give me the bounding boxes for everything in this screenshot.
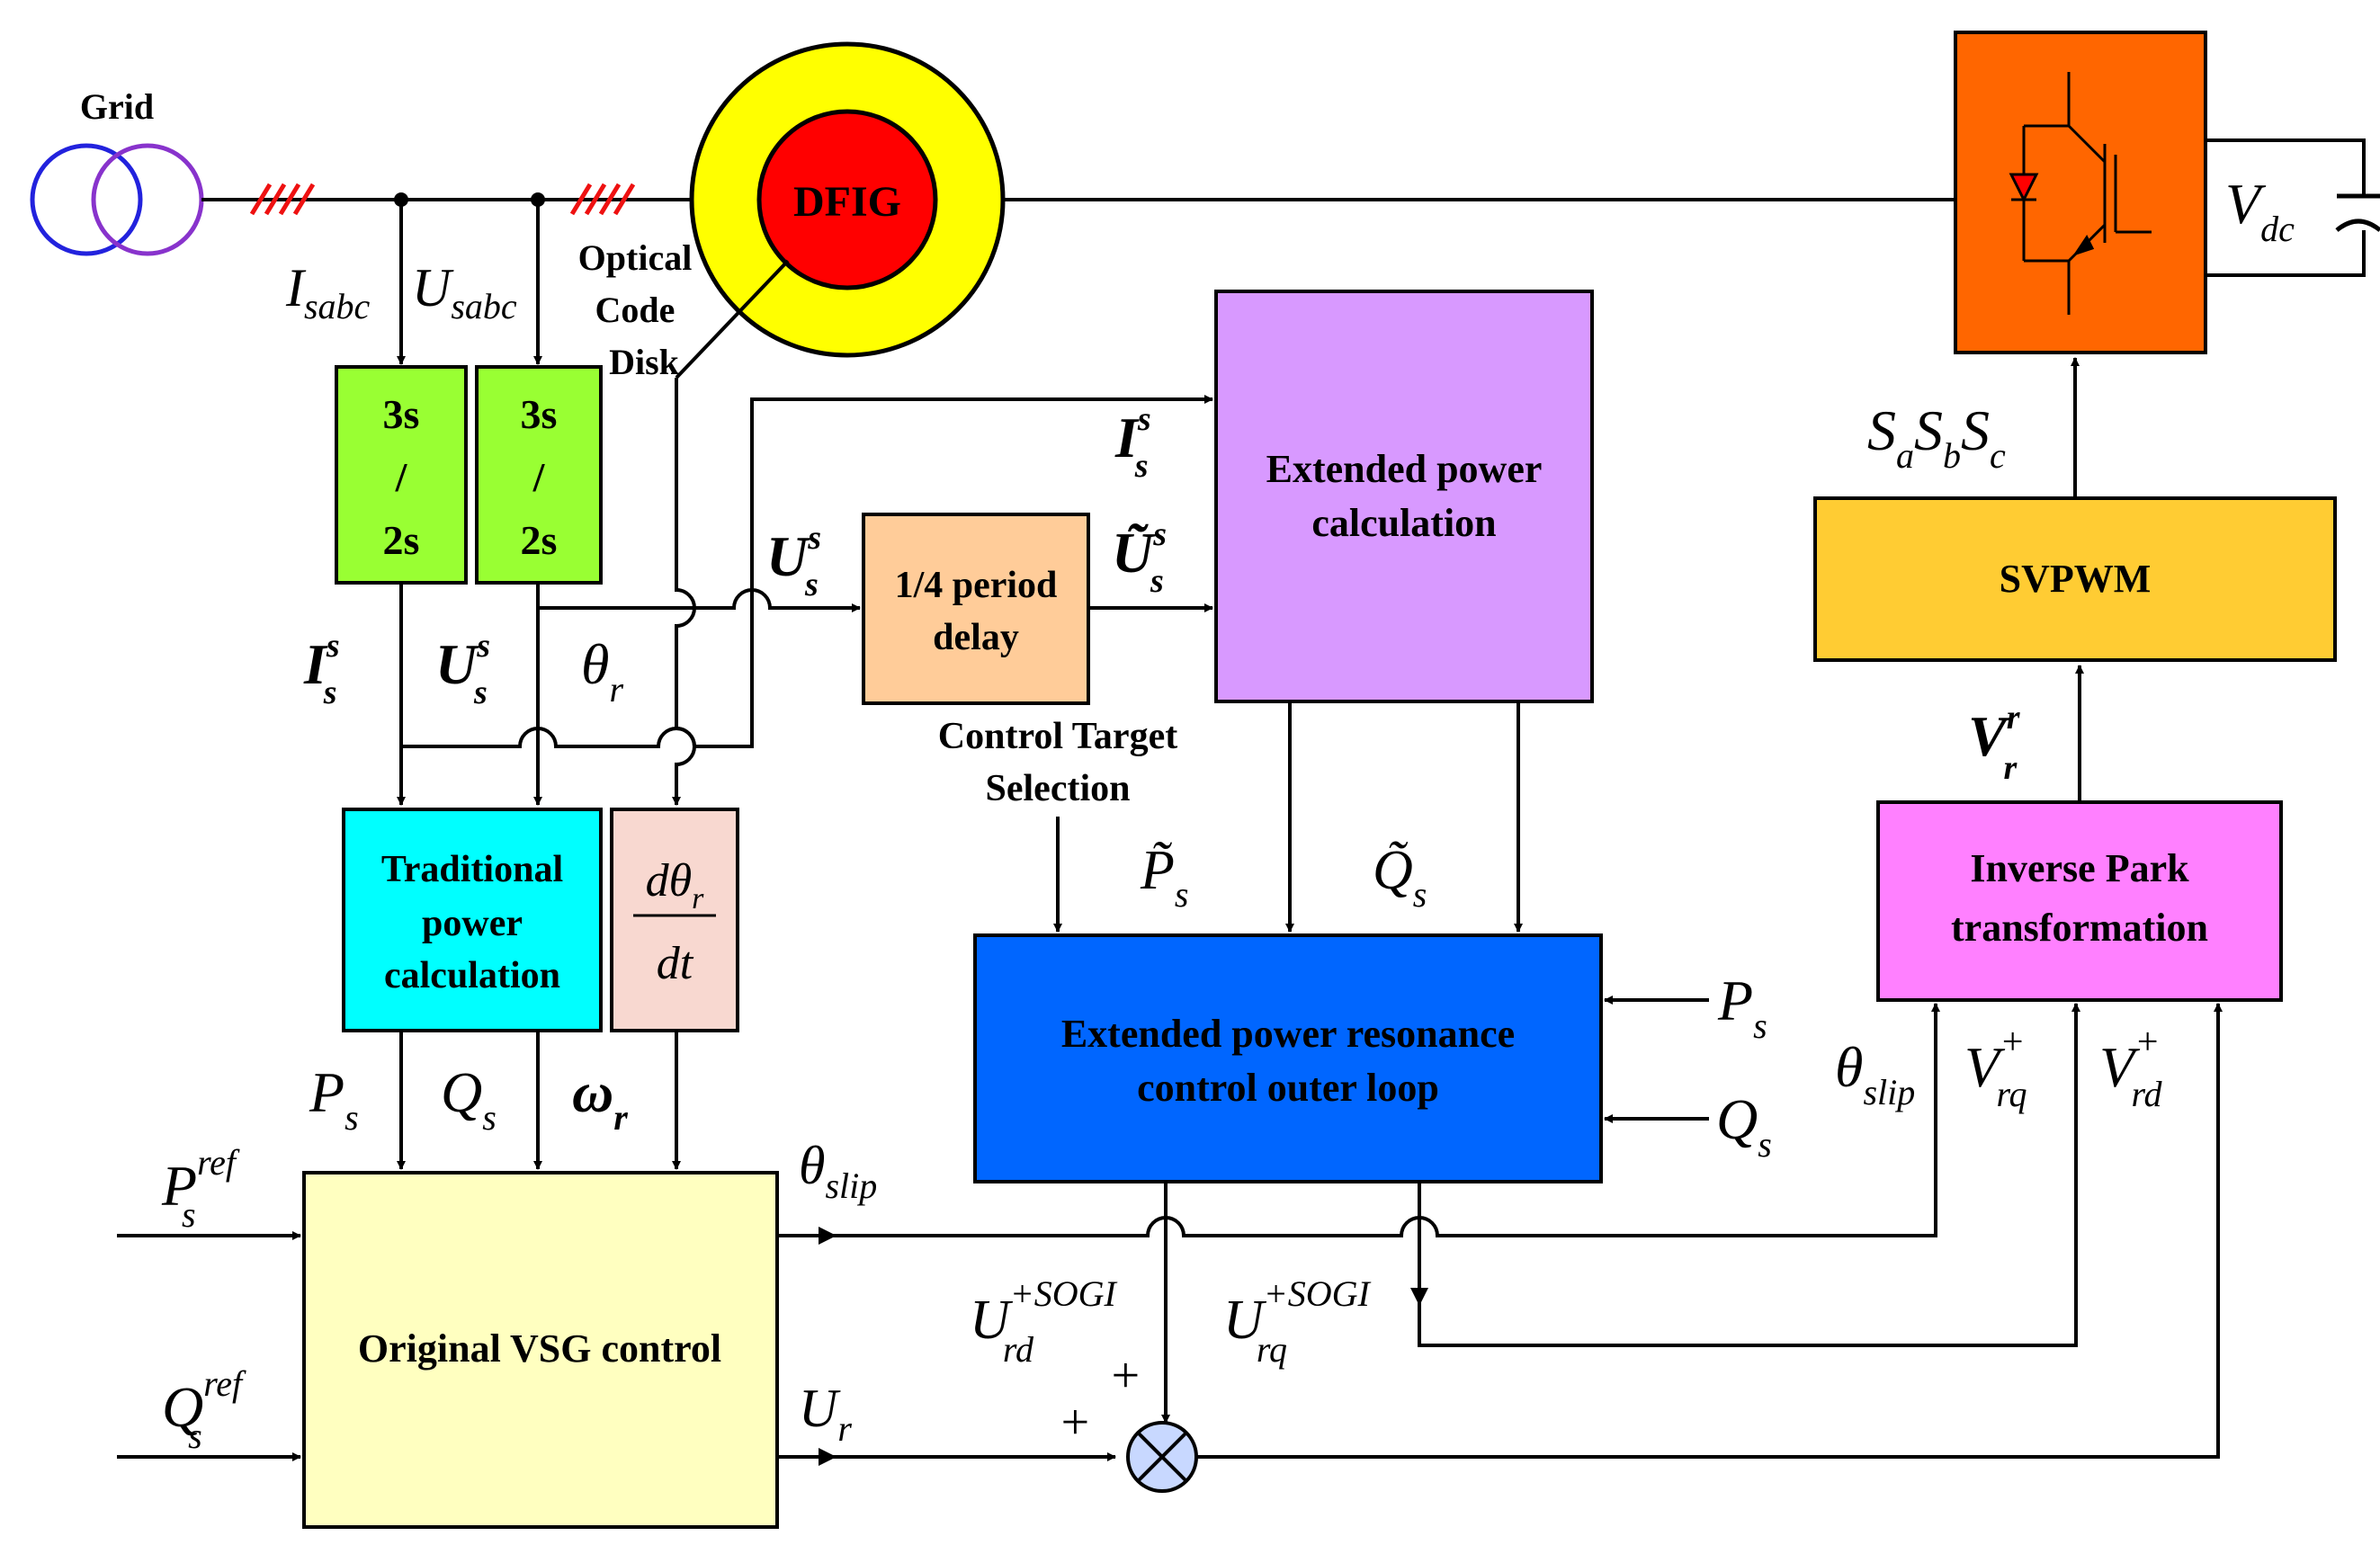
trad-line3: calculation bbox=[384, 955, 560, 996]
deriv-den: dt bbox=[657, 938, 694, 989]
vdc-label: Vdc bbox=[2225, 172, 2295, 249]
resonance-control-outer-loop bbox=[973, 933, 1603, 1183]
ptilde-label: P̃s bbox=[1140, 840, 1188, 915]
trad-line1: Traditional bbox=[381, 849, 563, 890]
vrq-label: V+rq bbox=[1964, 1022, 2027, 1114]
tf1-line3: 2s bbox=[383, 517, 420, 563]
tf1-line1: 3s bbox=[383, 391, 420, 437]
resonance-line1: Extended power resonance bbox=[1061, 1012, 1515, 1056]
traditional-power-calculation bbox=[342, 808, 603, 1032]
svpwm-label: SVPWM bbox=[2000, 557, 2152, 601]
converter-block bbox=[1954, 31, 2207, 354]
clarke-transform-voltage bbox=[475, 365, 603, 585]
optical-label-1: Optical bbox=[578, 237, 693, 278]
delay-line2: delay bbox=[933, 617, 1019, 658]
ps-in-label: Ps bbox=[1717, 969, 1767, 1046]
svpwm-block bbox=[1813, 496, 2337, 662]
trad-line2: power bbox=[422, 903, 523, 944]
grid-label: Grid bbox=[80, 86, 154, 127]
tf2-line2: / bbox=[532, 454, 546, 500]
theta-slip-park-label: θslip bbox=[1835, 1035, 1915, 1112]
tf1-line2: / bbox=[395, 454, 408, 500]
ext-power-line2: calculation bbox=[1311, 501, 1496, 545]
sum-to-park-wire bbox=[1196, 1003, 2223, 1459]
igbt-icon bbox=[2009, 72, 2152, 315]
extended-power-calculation bbox=[1214, 290, 1594, 703]
resonance-line2: control outer loop bbox=[1137, 1066, 1439, 1110]
plus-sign-2: + bbox=[1058, 1395, 1092, 1451]
encoder-link bbox=[675, 259, 790, 380]
vsg-label: Original VSG control bbox=[358, 1326, 721, 1371]
vrd-label: V+rd bbox=[2099, 1022, 2163, 1114]
ext-power-line1: Extended power bbox=[1266, 447, 1543, 491]
dc-link-top bbox=[2206, 138, 2366, 194]
three-phase-hash-2 bbox=[569, 183, 636, 216]
control-target-line1: Control Target bbox=[938, 716, 1177, 757]
derivative-block bbox=[610, 808, 739, 1032]
ps-vsg-label: Ps bbox=[309, 1060, 359, 1138]
tf2-line3: 2s bbox=[521, 517, 558, 563]
arrow-icon bbox=[1410, 1288, 1428, 1306]
plus-sign-1: + bbox=[1108, 1348, 1142, 1404]
isabc-label: Isabc bbox=[285, 258, 371, 326]
park-line2: transformation bbox=[1951, 906, 2208, 950]
three-phase-hash-1 bbox=[249, 183, 316, 216]
summing-junction-icon bbox=[1126, 1421, 1198, 1493]
original-vsg-control bbox=[302, 1171, 779, 1529]
quarter-period-delay bbox=[862, 513, 1090, 705]
qs-vsg-label: Qs bbox=[441, 1060, 497, 1138]
wr-vsg-label: ωr bbox=[572, 1060, 628, 1138]
ur-label: Ur bbox=[799, 1379, 852, 1449]
control-target-line2: Selection bbox=[986, 768, 1131, 809]
arrow-icon bbox=[819, 1448, 837, 1466]
qs-in-label: Qs bbox=[1716, 1087, 1772, 1165]
dfig-label: DFIG bbox=[793, 178, 901, 226]
deriv-num: dθr bbox=[646, 855, 705, 915]
theta-slip-label: θslip bbox=[799, 1136, 877, 1206]
inverse-park-transformation bbox=[1876, 800, 2283, 1002]
usabc-label: Usabc bbox=[412, 258, 517, 326]
urq-sogi-wire bbox=[1418, 1003, 2080, 1347]
arrow-icon bbox=[819, 1227, 837, 1245]
switch-signals-label: SaSbSc bbox=[1867, 398, 2006, 476]
park-line1: Inverse Park bbox=[1970, 846, 2189, 890]
dc-link-bottom bbox=[2206, 230, 2366, 277]
dfig-machine-icon bbox=[689, 41, 1006, 358]
capacitor-icon bbox=[2335, 193, 2380, 232]
qtilde-label: Q̃s bbox=[1373, 840, 1427, 915]
theta-slip-wire bbox=[777, 1003, 1940, 1237]
theta-r-wire bbox=[672, 378, 696, 806]
grid-transformer-icon bbox=[30, 143, 204, 256]
theta-r-label: θr bbox=[581, 632, 623, 710]
optical-label-3: Disk bbox=[609, 342, 680, 382]
us-to-delay-wire bbox=[538, 588, 861, 612]
tf2-line1: 3s bbox=[521, 391, 558, 437]
clarke-transform-current bbox=[335, 365, 468, 585]
delay-line1: 1/4 period bbox=[895, 565, 1058, 606]
optical-label-2: Code bbox=[595, 290, 676, 330]
